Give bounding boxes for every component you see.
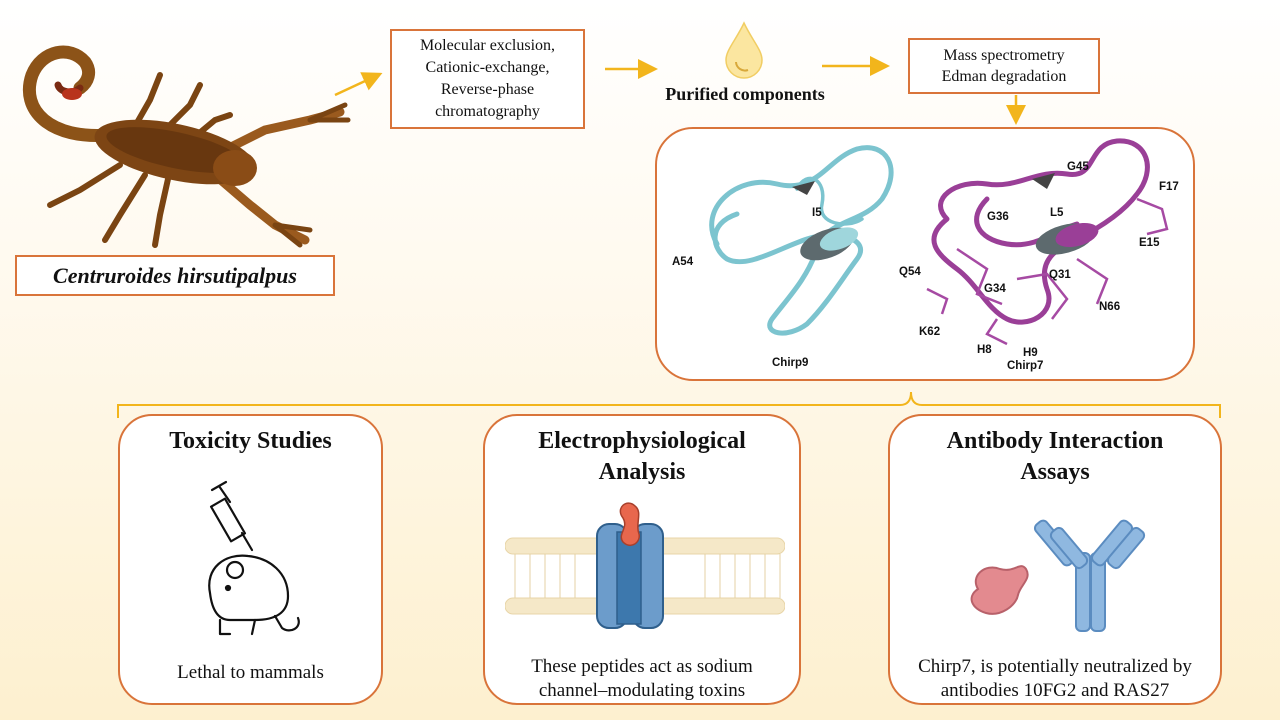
residue-label: E15: [1139, 237, 1160, 249]
residue-label: Q54: [899, 266, 921, 278]
analysis-box: Mass spectrometry Edman degradation: [908, 38, 1100, 94]
chromatography-box: Molecular exclusion, Cationic-exchange, …: [390, 29, 585, 129]
panel-title: Electrophysiological: [538, 428, 746, 454]
toxin-shape: [619, 502, 640, 546]
residue-label: N66: [1099, 301, 1121, 313]
chirp7-ribbon: [931, 138, 1150, 325]
scorpion-image: [22, 45, 351, 248]
panel-caption: channel–modulating toxins: [538, 680, 746, 701]
chromatography-line: Molecular exclusion,: [419, 37, 556, 54]
protein-name: Chirp9: [772, 357, 809, 369]
panel-caption: These peptides act as sodium: [531, 656, 753, 677]
residue-label: H8: [977, 344, 992, 356]
antigen-shape: [970, 565, 1029, 615]
sodium-channel-icon: [505, 502, 785, 629]
antibody-panel: Antibody Interaction Assays Chirp7, is p…: [888, 414, 1222, 705]
residue-label: K62: [919, 326, 941, 338]
residue-label: G36: [987, 211, 1009, 223]
analysis-line: Edman degradation: [941, 68, 1067, 85]
toxicity-panel: Toxicity Studies Lethal to mammals: [118, 414, 383, 705]
purified-label: Purified components: [665, 84, 825, 104]
residue-label: G45: [1067, 161, 1089, 173]
species-label: Centruroides hirsutipalpus: [15, 255, 335, 296]
antibody-icon: [970, 519, 1146, 632]
chirp9-ribbon: [709, 145, 894, 336]
residue-label: H9: [1023, 347, 1038, 359]
panel-caption: Chirp7, is potentially neutralized by: [918, 656, 1192, 677]
chromatography-line: Reverse-phase: [440, 81, 535, 98]
syringe-mouse-icon: [208, 480, 300, 636]
panel-title: Assays: [1020, 459, 1090, 485]
residue-label: A54: [672, 256, 694, 268]
panel-title: Analysis: [598, 459, 686, 485]
panel-title: Antibody Interaction: [946, 428, 1164, 454]
structure-panel: I5 A54 Chirp9 G45 F17 G36 L5 E15 Q54 Q31…: [655, 127, 1195, 381]
residue-label: G34: [984, 283, 1006, 295]
residue-label: F17: [1159, 181, 1179, 193]
electrophysiology-panel: Electrophysiological Analysis These pept…: [483, 414, 801, 705]
drop-icon: [725, 21, 763, 79]
bracket: [117, 391, 1221, 418]
panel-title: Toxicity Studies: [169, 428, 332, 454]
chromatography-line: chromatography: [435, 103, 540, 120]
protein-structures: [709, 138, 1169, 346]
residue-label: I5: [812, 207, 822, 219]
residue-label: L5: [1050, 207, 1064, 219]
panel-caption: Lethal to mammals: [177, 662, 324, 683]
arrow-species-to-chromatography: [334, 72, 383, 97]
chromatography-line: Cationic-exchange,: [425, 59, 550, 76]
residue-label: Q31: [1049, 269, 1071, 281]
protein-name: Chirp7: [1007, 360, 1044, 372]
panel-caption: antibodies 10FG2 and RAS27: [940, 680, 1170, 701]
analysis-line: Mass spectrometry: [943, 47, 1065, 64]
